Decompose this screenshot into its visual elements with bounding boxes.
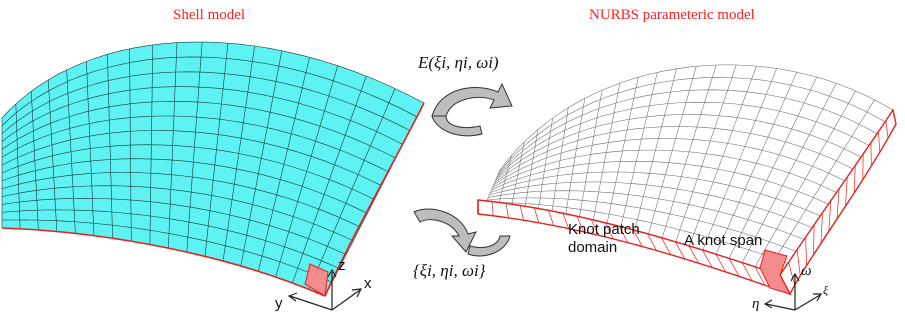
- x-axis-label: x: [364, 276, 372, 291]
- forward-mapping-formula: E(ξi, ηi, ωi): [418, 54, 499, 71]
- nurbs-model-surface: [478, 65, 896, 294]
- x-axis: [332, 290, 360, 310]
- y-axis-label: y: [275, 296, 283, 311]
- xi-axis: [795, 295, 820, 310]
- knot-patch-domain-label: Knot patch domain: [568, 221, 640, 257]
- shell-model-title: Shell model: [173, 8, 245, 23]
- omega-axis-label: ω: [801, 264, 812, 279]
- inverse-mapping-formula: {ξi, ηi, ωi}: [413, 262, 485, 279]
- nurbs-model-title: NURBS parameteric model: [589, 8, 755, 23]
- y-axis: [290, 296, 332, 310]
- forward-mapping-arrow: [432, 84, 512, 136]
- shell-model-surface: [2, 42, 424, 296]
- z-axis-label: z: [338, 258, 346, 273]
- eta-axis-label: η: [752, 297, 759, 312]
- xi-axis-label: ξ: [823, 284, 828, 296]
- xi-axis-arrowhead: [813, 294, 821, 301]
- knot-span-label: A knot span: [684, 233, 762, 248]
